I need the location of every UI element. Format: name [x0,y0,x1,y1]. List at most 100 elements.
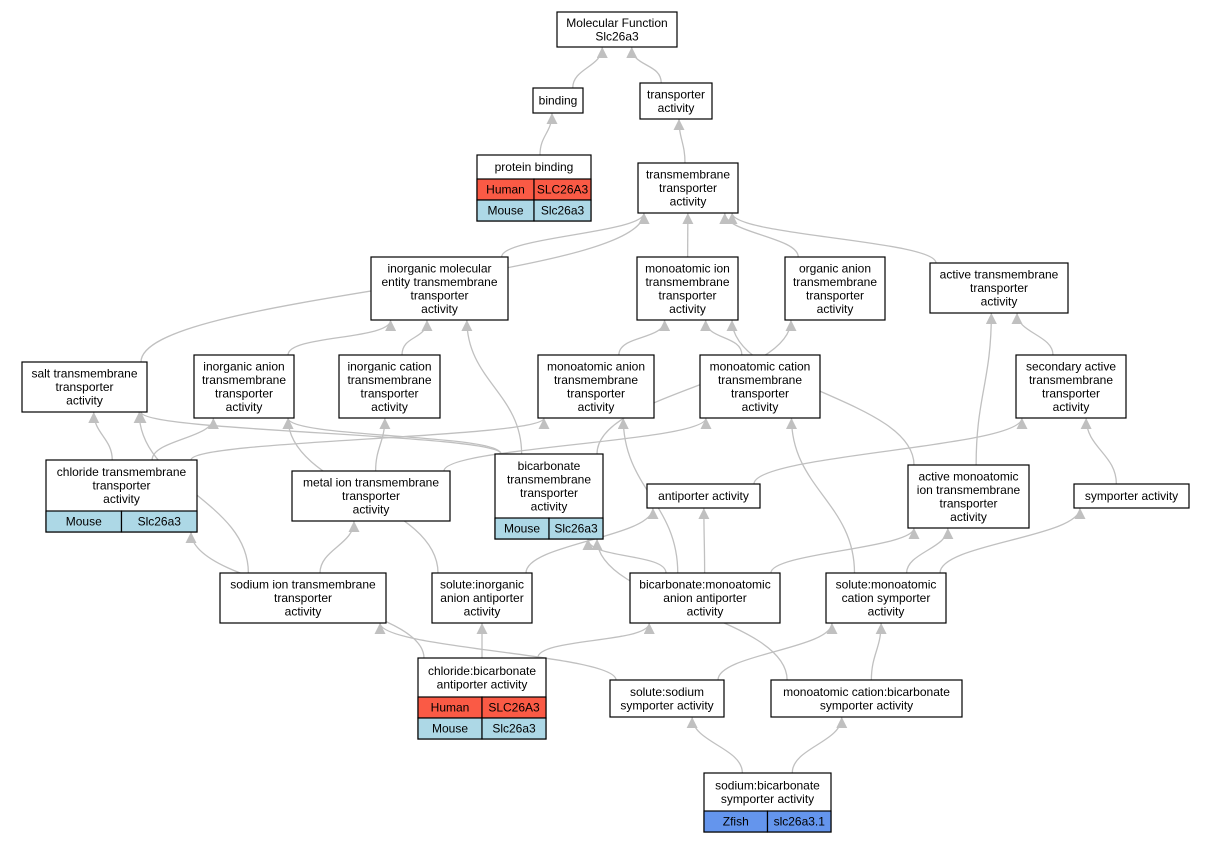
node-box [646,483,761,509]
node-label-line: binding [539,94,578,108]
species-label: Mouse [66,515,102,529]
is-a-edge [401,319,433,356]
node-box [338,354,441,419]
go-term-node[interactable]: metal ion transmembranetransporteractivi… [291,470,451,522]
node-box [219,572,387,624]
node-label-line: transporter [215,386,273,400]
node-label-line: activity [950,510,987,524]
node-label-line: transporter [659,181,717,195]
go-term-node[interactable]: organic aniontransmembranetransporteract… [784,256,886,321]
node-label-line: sodium:bicarbonate [715,778,820,792]
gene-label: Slc26a3 [554,522,598,536]
gene-label: Slc26a3 [138,515,182,529]
go-term-node[interactable]: sodium ion transmembranetransporteractiv… [219,572,387,624]
is-a-edge [282,417,502,455]
node-box [21,361,148,413]
is-a-edge [870,622,887,681]
node-label-line: symporter activity [721,792,814,806]
node-label-line: salt transmembrane [31,367,137,381]
node-box [784,256,886,321]
is-a-edge [786,417,856,574]
node-box [636,256,739,321]
species-label: Mouse [432,722,468,736]
node-box [291,470,451,522]
go-term-node[interactable]: inorganic aniontransmembranetransportera… [193,354,295,419]
node-label-line: activity [421,302,458,316]
go-term-node[interactable]: symporter activity [1073,483,1190,509]
annotation-row: Mouse Slc26a3 [45,510,198,533]
node-label-line: transporter [1042,386,1100,400]
node-box [193,354,295,419]
is-a-edge [582,538,667,574]
is-a-edge [717,622,838,681]
node-box [532,87,584,114]
is-a-edge [443,417,712,472]
node-box [825,572,947,624]
is-a-edge [698,507,710,574]
go-term-node[interactable]: inorganic cationtransmembranetransporter… [338,354,441,419]
node-label-line: activity [981,295,1018,309]
go-term-node[interactable]: monoatomic cationtransmembranetransporte… [699,354,821,419]
node-box [556,11,678,48]
gene-label: Slc26a3 [541,204,585,218]
node-label-line: symporter activity [820,698,913,712]
go-term-node[interactable]: chloride transmembranetransporteractivit… [45,459,198,533]
go-term-node[interactable]: bicarbonatetransmembranetransporteractiv… [494,453,604,540]
go-term-node[interactable]: secondary activetransmembranetransporter… [1015,354,1127,419]
go-term-node[interactable]: binding [532,87,584,114]
node-box [929,262,1069,314]
node-label-line: transporter [658,288,716,302]
is-a-edge [673,118,686,164]
node-label-line: protein binding [495,160,574,174]
node-label-line: activity [531,499,568,513]
is-a-edge [135,411,502,455]
is-a-edge [700,319,743,356]
go-term-node[interactable]: antiporter activity [646,483,761,509]
node-label-line: transmembrane [347,373,431,387]
node-label-line: transporter [567,386,625,400]
node-box [770,679,963,718]
is-a-edge [1080,417,1118,485]
node-label-line: chloride:bicarbonate [428,664,536,678]
is-a-edge [500,212,650,258]
is-a-edge [374,417,391,472]
go-term-node[interactable]: monoatomic iontransmembranetransporterac… [636,256,739,321]
is-a-edge [572,46,608,89]
node-label-line: secondary active [1026,359,1116,373]
node-label-line: symporter activity [620,698,713,712]
node-label-line: activity [670,195,707,209]
is-a-edge [770,527,920,574]
go-term-node[interactable]: monoatomic aniontransmembranetransporter… [537,354,655,419]
gene-cell [766,810,832,833]
node-label-line: activity [669,302,706,316]
node-box [629,572,781,624]
is-a-edge [287,319,397,356]
node-label-line: inorganic cation [347,359,431,373]
node-label-line: organic anion [799,261,871,275]
is-a-edge [939,507,1086,574]
node-label-line: solute:inorganic [440,578,524,592]
gene-label: SLC26A3 [488,701,540,715]
is-a-edge [686,716,744,774]
node-label-line: Slc26a3 [595,29,639,43]
